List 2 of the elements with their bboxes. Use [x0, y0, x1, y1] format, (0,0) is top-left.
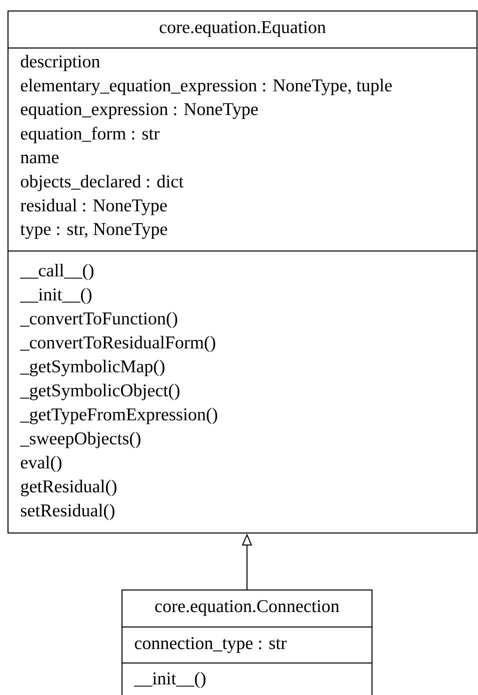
class-box: core.equation.Connection connection_type : str __init__() [122, 590, 372, 695]
class-box: core.equation.Equation description elementary_equation_expression : NoneType, tuple equation_expression : NoneType equation_form : str name objects_declared : dict residual : NoneType type : str, NoneType __call__() __init__() _convertToFunction() _convertToResidualForm() _getSymbolicMap() _getSymbolicObject() _getTypeFromExpression() _sweepObjects() eval() getResidual() setResidual() [8, 10, 478, 534]
